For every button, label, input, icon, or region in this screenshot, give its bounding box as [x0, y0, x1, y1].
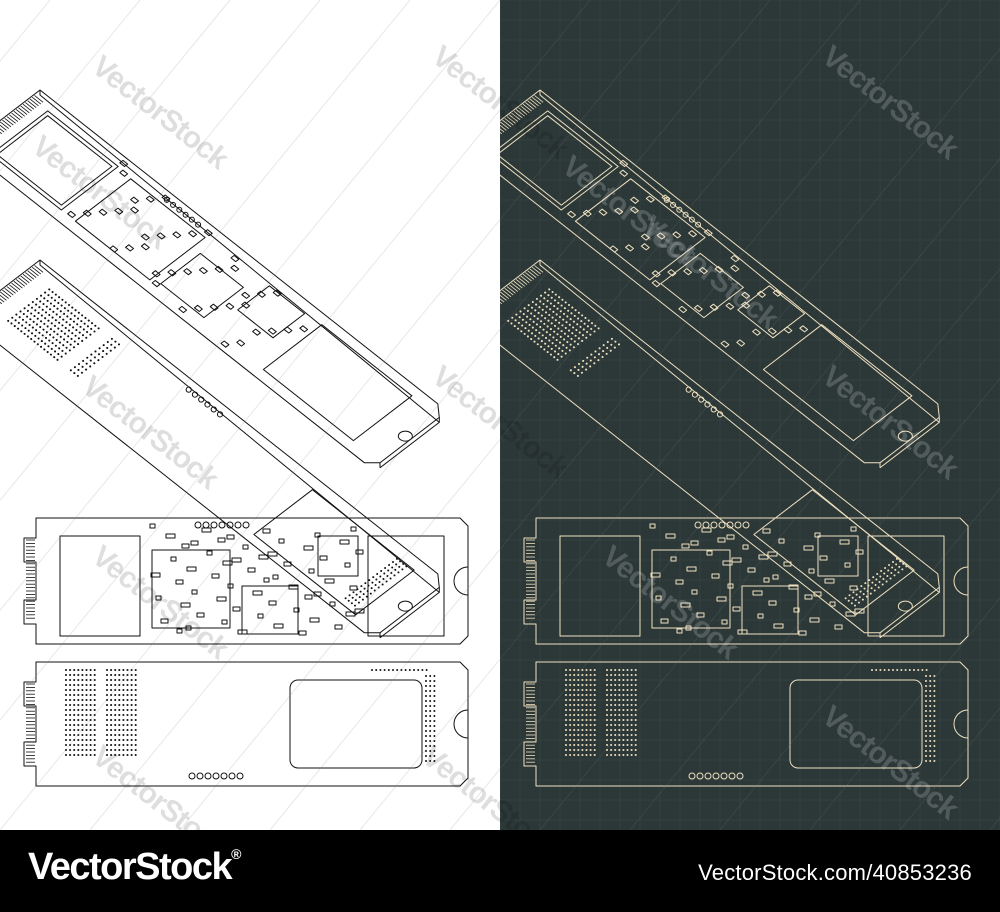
- light-blueprint-panel: [0, 0, 500, 830]
- ssd-isometric-front: [0, 89, 440, 469]
- ssd-flat-front: [523, 517, 969, 645]
- image-id: VectorStock.com/40853236: [698, 860, 972, 885]
- brand-name: VectorStock: [28, 846, 233, 888]
- footer-bar: [0, 830, 1000, 912]
- dark-blueprint-panel: [500, 0, 1000, 830]
- vectorstock-logo: VectorStock®: [28, 846, 241, 889]
- blueprint-stage: VectorStockVectorStockVectorStockVectorS…: [0, 0, 1000, 830]
- blueprint-grid: [500, 0, 1000, 830]
- ssd-flat-back: [523, 661, 969, 787]
- brand-trademark: ®: [231, 846, 242, 862]
- ssd-drawings-light: [0, 89, 469, 787]
- ssd-isometric-back: [0, 259, 440, 639]
- ssd-drawings-dark: [500, 0, 1000, 830]
- ssd-isometric-back: [500, 259, 940, 639]
- ssd-flat-front: [23, 517, 469, 645]
- ssd-flat-back: [23, 661, 469, 787]
- ssd-isometric-front: [500, 89, 940, 469]
